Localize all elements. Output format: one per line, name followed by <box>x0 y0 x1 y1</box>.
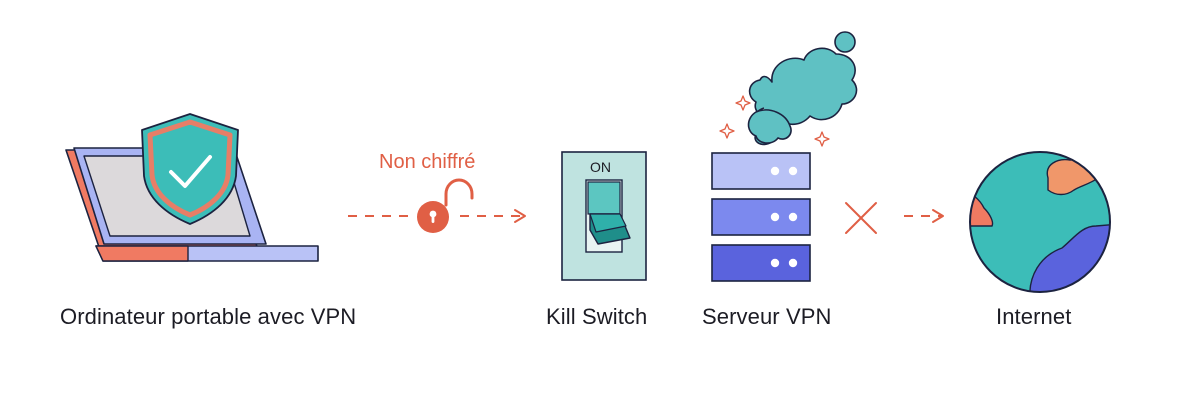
node-label-kill-switch: Kill Switch <box>546 304 648 329</box>
cross-icon <box>845 202 877 234</box>
node-label-laptop: Ordinateur portable avec VPN <box>60 304 357 329</box>
server-rack-icon <box>711 152 811 282</box>
node-label-vpn-server: Serveur VPN <box>702 304 832 329</box>
switch-state-label: ON <box>590 159 611 175</box>
toggle-switch-icon: ON <box>561 151 647 281</box>
edge-laptop-to-killswitch <box>348 209 526 223</box>
edge-label-unencrypted: Non chiffré <box>379 151 476 173</box>
smoke-cloud-icon <box>719 31 858 147</box>
node-label-internet: Internet <box>996 304 1072 329</box>
edge-server-to-internet <box>904 209 944 223</box>
unlocked-padlock-icon <box>417 178 474 233</box>
globe-icon <box>969 151 1111 293</box>
shield-check-icon <box>141 113 239 225</box>
